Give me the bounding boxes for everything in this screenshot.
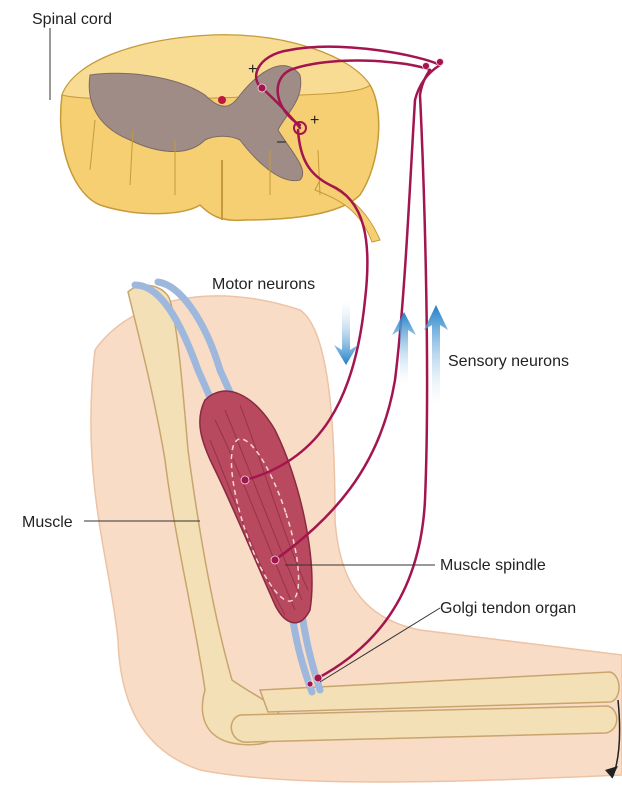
label-spinal-cord: Spinal cord	[32, 11, 112, 28]
spinal-cord	[61, 35, 380, 242]
label-muscle: Muscle	[22, 514, 73, 531]
plus-sign-lower: +	[310, 112, 319, 129]
label-muscle-spindle: Muscle spindle	[440, 557, 546, 574]
label-motor-neurons: Motor neurons	[212, 276, 315, 293]
plus-sign-upper: +	[248, 61, 257, 78]
label-sensory-neurons: Sensory neurons	[448, 353, 569, 370]
minus-sign: –	[277, 133, 286, 150]
label-golgi-tendon-organ: Golgi tendon organ	[440, 600, 576, 617]
motor-arrow	[334, 300, 358, 365]
